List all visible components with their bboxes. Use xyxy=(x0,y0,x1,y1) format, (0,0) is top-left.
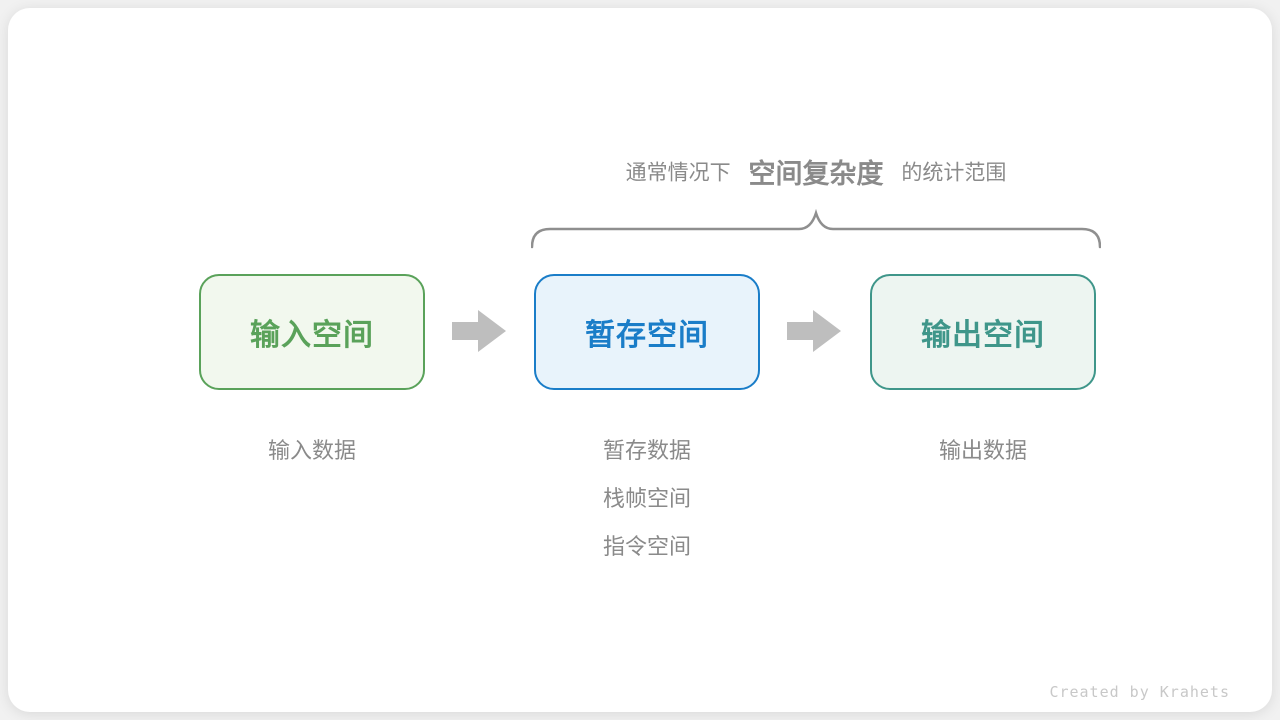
box-output-space-label: 输出空间 xyxy=(921,319,1045,352)
arrow-right-shape xyxy=(787,310,841,352)
box-buffer-space: 暂存空间 xyxy=(534,274,760,390)
annotation-suffix: 的统计范围 xyxy=(901,161,1007,185)
sublabel-instruction-space: 指令空间 xyxy=(602,534,691,559)
annotation-prefix: 通常情况下 xyxy=(625,161,731,185)
sublabel-stack-frame-space: 栈帧空间 xyxy=(602,486,691,511)
arrow-right-icon xyxy=(787,310,841,352)
credit-text: Created by Krahets xyxy=(1049,683,1230,701)
curly-brace xyxy=(531,209,1101,249)
box-buffer-space-label: 暂存空间 xyxy=(585,319,709,352)
curly-brace-path xyxy=(531,209,1101,249)
annotation-highlight: 空间复杂度 xyxy=(748,159,884,189)
annotation-title: 通常情况下 空间复杂度 的统计范围 xyxy=(416,152,1216,191)
arrow-right-shape xyxy=(452,310,506,352)
box-output-space: 输出空间 xyxy=(870,274,1096,390)
arrow-right-icon xyxy=(452,310,506,352)
sublabel-buffer-data: 暂存数据 xyxy=(602,438,691,463)
box-input-space-label: 输入空间 xyxy=(250,319,374,352)
sublabel-output-data: 输出数据 xyxy=(938,438,1027,463)
box-input-space: 输入空间 xyxy=(199,274,425,390)
sublabel-input-data: 输入数据 xyxy=(267,438,356,463)
diagram-card: 通常情况下 空间复杂度 的统计范围 输入空间 暂存空间 输出空间 输入数据 暂存… xyxy=(8,8,1272,712)
